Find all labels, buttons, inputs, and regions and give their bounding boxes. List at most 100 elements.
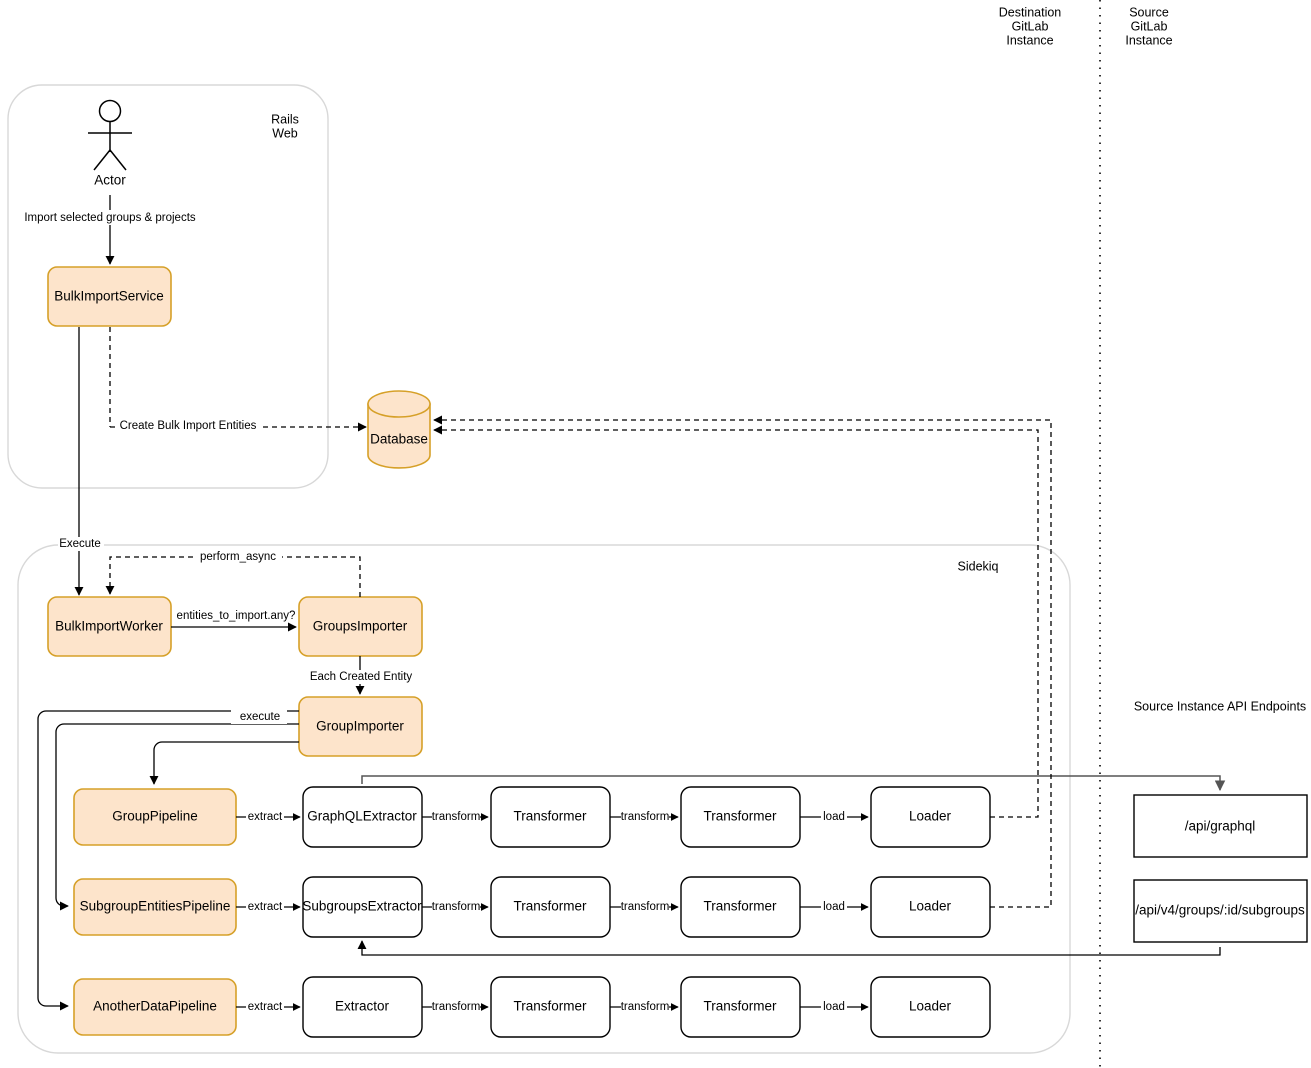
transformer-label: Transformer (513, 809, 587, 824)
node-transformer-2-row-1[interactable]: Transformer (680, 876, 801, 938)
edge-label-bg (821, 900, 847, 913)
edge-label-bg (432, 810, 480, 823)
database-body-icon[interactable] (367, 403, 431, 469)
node-extractor[interactable]: Extractor (302, 976, 423, 1038)
node-subgroup-entities-pipeline[interactable]: SubgroupEntitiesPipeline (73, 878, 237, 936)
api-subgroups-label: /api/v4/groups/:id/subgroups (1135, 903, 1305, 918)
database-label: Database (370, 432, 428, 447)
group-importer-box[interactable] (298, 696, 423, 757)
node-graphql-extractor[interactable]: GraphQLExtractor (302, 786, 423, 848)
edge-execute-to-subgroupentitiespipeline (55, 723, 299, 911)
edge-label-bg (432, 900, 480, 913)
groups-importer-label: GroupsImporter (313, 619, 408, 634)
node-loader-row-1[interactable]: Loader (870, 876, 991, 938)
another-data-pipeline-label: AnotherDataPipeline (93, 999, 217, 1014)
actor-leg-left-icon (93, 149, 111, 171)
edge-loader-row0-to-database (433, 425, 1039, 818)
edge-label-bg (117, 419, 259, 433)
edge-label-bg (621, 810, 669, 823)
group-pipeline-label: GroupPipeline (112, 809, 198, 824)
node-transformer-2-row-0[interactable]: Transformer (680, 786, 801, 848)
edge-label-load: load (823, 811, 845, 823)
node-loader-row-0[interactable]: Loader (870, 786, 991, 848)
edge-label-bg (194, 550, 282, 564)
edge-label-bg (821, 810, 847, 823)
edge-label-execute: execute (240, 711, 280, 723)
destination-line1: Destination (999, 5, 1062, 19)
edge-label-entities-to-import: entities_to_import.any? (177, 610, 296, 622)
edge-label-bg (246, 810, 284, 823)
zone-label-rails-web: Rails Web (271, 112, 299, 140)
zone-label-sidekiq: Sidekiq (958, 559, 999, 573)
loader-box[interactable] (870, 976, 991, 1038)
zone-rails-web (7, 84, 329, 489)
node-transformer-1-row-0[interactable]: Transformer (490, 786, 611, 848)
edge-label-perform-async: perform_async (200, 551, 276, 563)
edge-label-extract: extract (248, 1001, 283, 1013)
api-graphql-box[interactable] (1133, 794, 1308, 858)
node-api-graphql[interactable]: /api/graphql (1133, 794, 1308, 858)
node-subgroups-extractor[interactable]: SubgroupsExtractor (302, 876, 423, 938)
node-transformer-1-row-1[interactable]: Transformer (490, 876, 611, 938)
loader-label: Loader (909, 899, 952, 914)
node-transformer-1-row-2[interactable]: Transformer (490, 976, 611, 1038)
source-line3: Instance (1125, 33, 1172, 47)
node-groups-importer[interactable]: GroupsImporter (298, 596, 423, 657)
edge-label-bg (231, 710, 287, 724)
transformer-label: Transformer (703, 999, 777, 1014)
api-subgroups-box[interactable] (1133, 879, 1308, 943)
transformer-label: Transformer (703, 809, 777, 824)
rails-web-line2: Web (272, 126, 298, 140)
edge-label-bg (621, 900, 669, 913)
edge-label-transform: transform (621, 901, 670, 913)
destination-line3: Instance (1006, 33, 1053, 47)
edge-label-import-selected: Import selected groups & projects (24, 212, 196, 224)
node-bulk-import-service[interactable]: BulkImportService (47, 266, 172, 327)
rails-web-line1: Rails (271, 112, 299, 126)
destination-instance-header: Destination GitLab Instance (999, 5, 1062, 47)
source-line1: Source (1129, 5, 1169, 19)
edge-label-bg (432, 1000, 480, 1013)
database-top-icon[interactable] (367, 390, 431, 418)
bulk-import-service-label: BulkImportService (54, 289, 164, 304)
node-another-data-pipeline[interactable]: AnotherDataPipeline (73, 978, 237, 1036)
node-loader-row-2[interactable]: Loader (870, 976, 991, 1038)
node-api-subgroups[interactable]: /api/v4/groups/:id/subgroups (1133, 879, 1308, 943)
transformer-label: Transformer (513, 999, 587, 1014)
edge-label-bg (311, 670, 410, 684)
edge-loader-row1-to-database (433, 415, 1052, 908)
edge-graphql-extractor-to-api-graphql (361, 775, 1226, 792)
actor-leg-right-icon (109, 149, 127, 171)
source-instance-header: Source GitLab Instance (1125, 5, 1172, 47)
node-bulk-import-worker[interactable]: BulkImportWorker (47, 596, 172, 657)
zone-sidekiq (17, 544, 1071, 1054)
node-database[interactable]: Database (367, 390, 431, 469)
subgroups-extractor-label: SubgroupsExtractor (302, 899, 422, 914)
edge-label-transform: transform (432, 1001, 481, 1013)
loader-label: Loader (909, 999, 952, 1014)
node-transformer-2-row-2[interactable]: Transformer (680, 976, 801, 1038)
edge-label-bg (821, 1000, 847, 1013)
loader-label: Loader (909, 809, 952, 824)
edge-label-extract: extract (248, 901, 283, 913)
transformer-label: Transformer (703, 899, 777, 914)
edge-label-bg (22, 210, 199, 225)
edge-label-execute-top: Execute (59, 538, 101, 550)
subgroup-entities-pipeline-label: SubgroupEntitiesPipeline (80, 899, 231, 914)
edge-label-transform: transform (432, 811, 481, 823)
bulk-import-service-box[interactable] (47, 266, 172, 327)
node-group-importer[interactable]: GroupImporter (298, 696, 423, 757)
node-group-pipeline[interactable]: GroupPipeline (73, 788, 237, 846)
edge-subgroups-extractor-to-api-subgroups (357, 940, 1221, 956)
edge-execute-to-grouppipeline (149, 741, 299, 785)
edge-label-load: load (823, 1001, 845, 1013)
edge-label-bg (58, 537, 104, 551)
edge-label-bg (246, 900, 284, 913)
api-section-title: Source Instance API Endpoints (1134, 699, 1306, 713)
edge-label-load: load (823, 901, 845, 913)
actor-label: Actor (94, 173, 126, 188)
edge-label-transform: transform (621, 811, 670, 823)
edge-label-bg (621, 1000, 669, 1013)
